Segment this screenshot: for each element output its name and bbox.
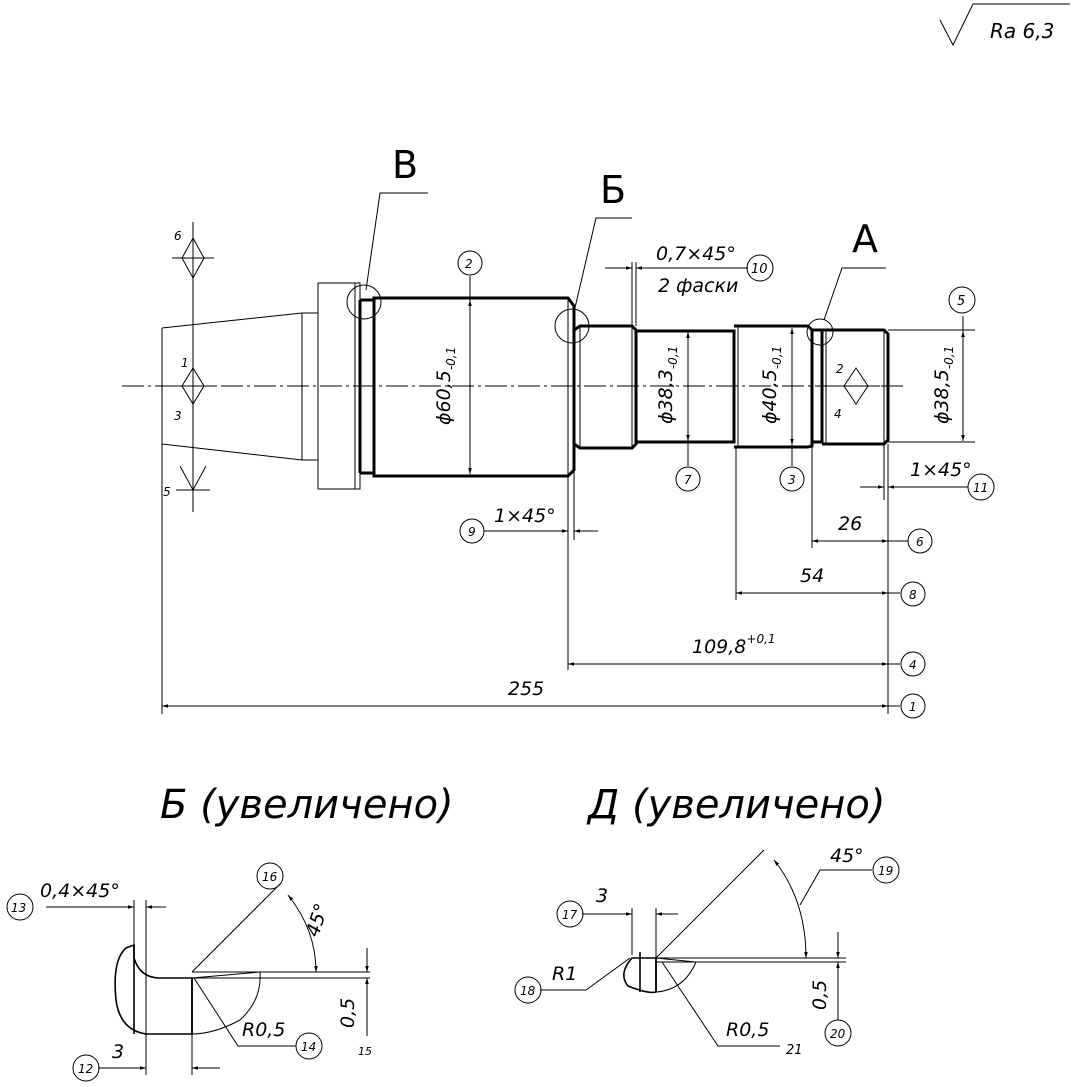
marker-2: 2 bbox=[465, 257, 473, 271]
marker-15: 15 bbox=[358, 1045, 372, 1058]
detail-b-angle: 45° bbox=[302, 901, 333, 940]
detail-d-r1: R1 bbox=[552, 963, 577, 985]
base-mark-3: 3 bbox=[174, 409, 182, 423]
svg-text:ϕ60,5-0,1: ϕ60,5-0,1 bbox=[433, 347, 458, 425]
dim-255: 255 bbox=[508, 678, 544, 700]
detail-d-angle: 45° bbox=[830, 845, 864, 867]
detail-circle-a bbox=[806, 318, 834, 346]
base-symbol-right: 2 4 bbox=[830, 362, 880, 421]
detail-circle-v bbox=[346, 284, 382, 320]
dim-54: 54 bbox=[800, 565, 824, 587]
svg-text:ϕ38,5-0,1: ϕ38,5-0,1 bbox=[931, 346, 956, 424]
detail-d-depth: 0,5 bbox=[809, 980, 831, 1010]
view-label-a: А bbox=[852, 217, 878, 261]
chamfer-1x45-left: 1×45° bbox=[494, 505, 556, 527]
marker-21: 21 bbox=[786, 1043, 803, 1058]
diameter-dims: ϕ60,5-0,1 ϕ38,3-0,1 ϕ40,5-0,1 ϕ38,5-0,1 bbox=[433, 276, 975, 474]
length-dims: 26 54 109,8+0,1 255 bbox=[161, 444, 908, 714]
marker-19: 19 bbox=[878, 864, 893, 878]
base-symbol-left: 6 1 3 5 bbox=[163, 222, 214, 512]
chamfer-2-faski: 2 фаски bbox=[658, 275, 738, 297]
dim-d38-3: ϕ38,3 bbox=[655, 369, 677, 424]
dim-109-8-tol: +0,1 bbox=[746, 632, 775, 646]
dim-d38-5: ϕ38,5 bbox=[931, 369, 953, 424]
dim-d40-5-tol: -0,1 bbox=[770, 346, 784, 369]
detail-d-title: Д (увеличено) bbox=[586, 782, 885, 828]
dim-26: 26 bbox=[838, 513, 862, 535]
svg-text:109,8+0,1: 109,8+0,1 bbox=[692, 632, 776, 658]
svg-text:ϕ40,5-0,1: ϕ40,5-0,1 bbox=[759, 346, 784, 424]
base-mark-1: 1 bbox=[181, 356, 189, 370]
marker-11: 11 bbox=[973, 481, 988, 495]
base-mark-5: 5 bbox=[163, 485, 171, 499]
detail-b-chamfer: 0,4×45° bbox=[40, 880, 120, 902]
marker-18: 18 bbox=[520, 984, 536, 998]
marker-4: 4 bbox=[909, 658, 917, 672]
marker-6: 6 bbox=[916, 535, 924, 549]
marker-20: 20 bbox=[830, 1027, 846, 1041]
detail-b: 45° 0,4×45° 3 0,5 R0,5 13 12 14 16 15 bbox=[6, 862, 372, 1082]
detail-b-radius: R0,5 bbox=[242, 1019, 285, 1041]
marker-8: 8 bbox=[909, 588, 917, 602]
detail-d: 45° 3 R1 R0,5 0,5 17 18 19 20 21 bbox=[514, 845, 900, 1058]
dim-109-8: 109,8 bbox=[692, 636, 746, 658]
base-mark-2: 2 bbox=[836, 362, 844, 376]
chamfer-0-7: 0,7×45° bbox=[656, 243, 736, 265]
detail-b-title: Б (увеличено) bbox=[160, 782, 454, 828]
marker-12: 12 bbox=[78, 1062, 93, 1076]
view-labels: В Б А bbox=[365, 143, 886, 321]
base-mark-6: 6 bbox=[174, 229, 182, 243]
marker-5: 5 bbox=[957, 294, 965, 309]
roughness-text: Ra 6,3 bbox=[990, 19, 1054, 43]
chamfer-1x45-right: 1×45° bbox=[910, 459, 972, 481]
detail-d-len: 3 bbox=[596, 885, 608, 907]
svg-text:ϕ38,3-0,1: ϕ38,3-0,1 bbox=[655, 346, 680, 424]
dim-d60: ϕ60,5 bbox=[433, 370, 455, 425]
detail-circle-b bbox=[554, 308, 590, 344]
marker-9: 9 bbox=[468, 525, 476, 539]
marker-3: 3 bbox=[788, 473, 796, 487]
base-mark-4: 4 bbox=[834, 407, 842, 421]
view-label-v: В bbox=[392, 143, 418, 187]
marker-17: 17 bbox=[562, 908, 578, 922]
numbered-markers: 2 5 10 7 3 9 11 6 8 4 1 bbox=[457, 250, 995, 719]
marker-14: 14 bbox=[301, 1040, 316, 1054]
dim-d40-5: ϕ40,5 bbox=[759, 369, 781, 424]
dim-d38-5-tol: -0,1 bbox=[942, 346, 956, 369]
marker-13: 13 bbox=[11, 901, 26, 915]
view-label-b: Б bbox=[600, 168, 626, 212]
chamfer-dims: 0,7×45° 2 фаски 1×45° 1×45° bbox=[484, 243, 972, 540]
dim-d60-tol: -0,1 bbox=[444, 347, 458, 370]
marker-10: 10 bbox=[751, 262, 768, 277]
dim-d38-3-tol: -0,1 bbox=[666, 346, 680, 369]
detail-b-depth: 0,5 bbox=[337, 998, 359, 1028]
roughness-symbol: Ra 6,3 bbox=[939, 3, 1070, 47]
detail-d-radius: R0,5 bbox=[726, 1019, 769, 1041]
marker-16: 16 bbox=[262, 870, 278, 884]
marker-1: 1 bbox=[909, 700, 917, 714]
detail-b-len: 3 bbox=[112, 1041, 124, 1063]
marker-7: 7 bbox=[684, 473, 692, 487]
